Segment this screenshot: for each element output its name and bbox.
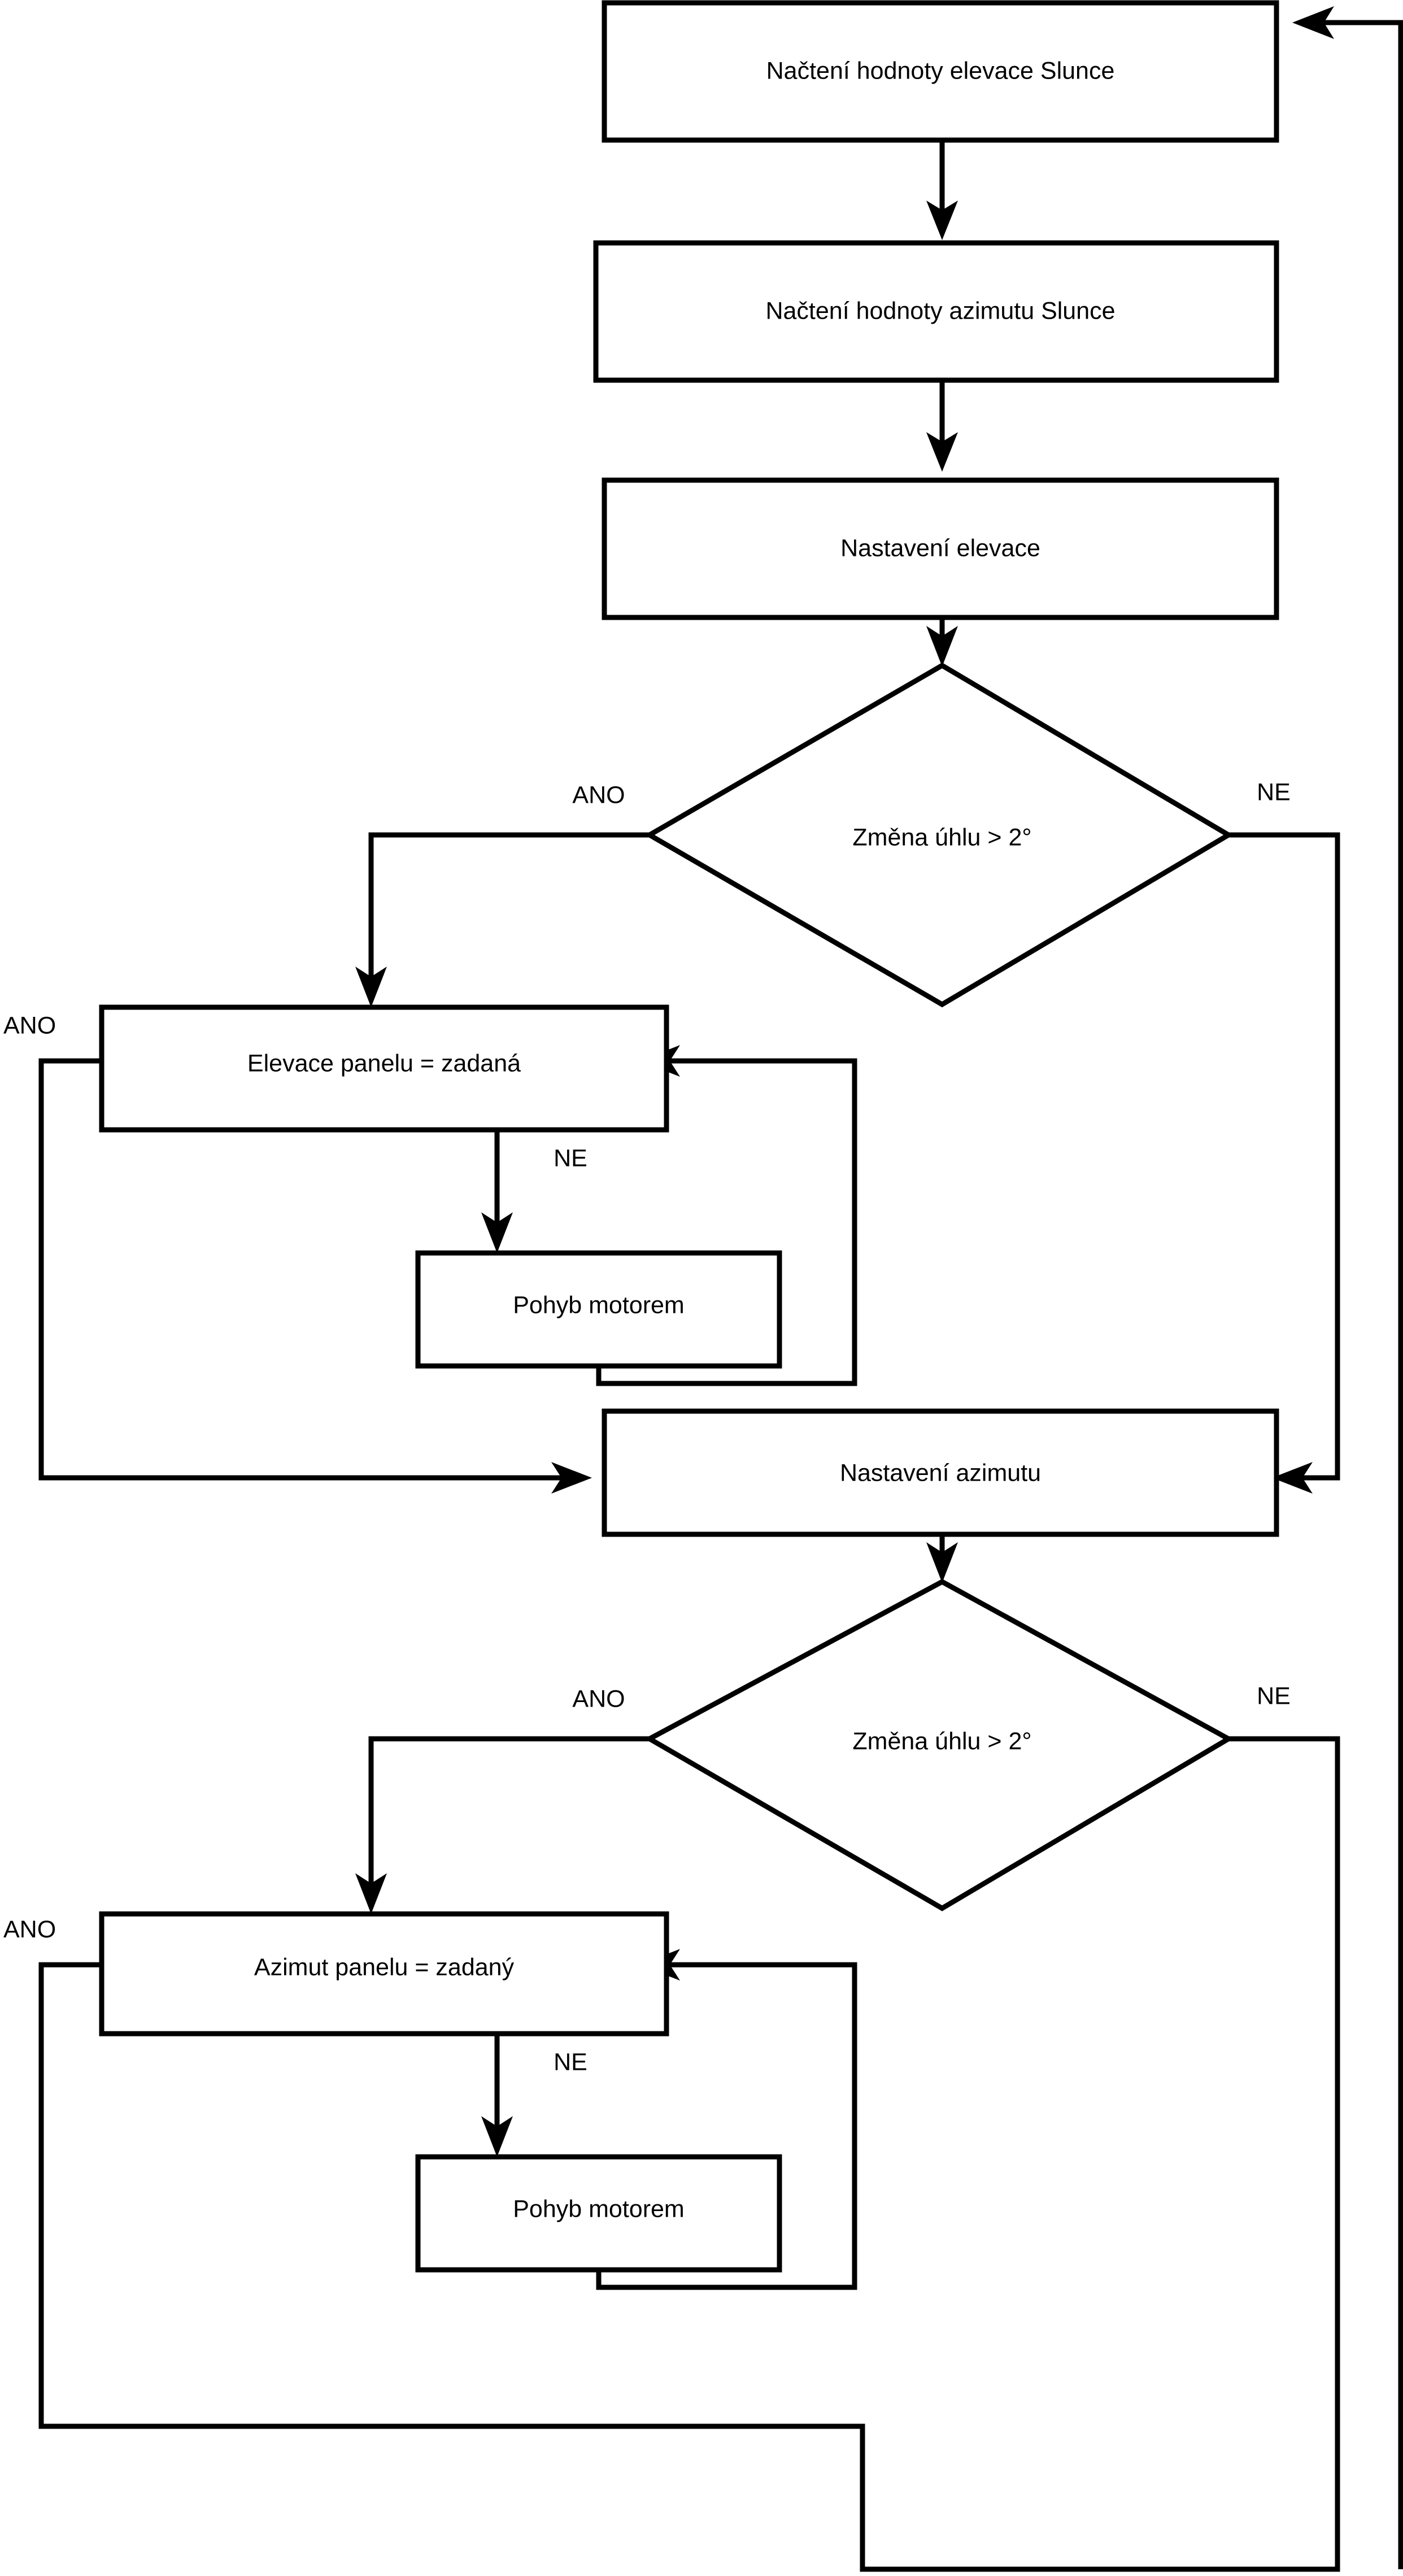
node-panel-azimuth-equals[interactable]: Azimut panelu = zadaný (99, 1911, 669, 2037)
node-decision-elevation-shape[interactable] (644, 662, 1234, 1008)
node-set-elevation-label: Nastavení elevace (840, 534, 1040, 562)
node-read-elevation-shape[interactable] (602, 0, 1279, 143)
node-motor-move-2-shape[interactable] (415, 2154, 782, 2273)
node-panel-elevation-equals[interactable]: Elevace panelu = zadaná (99, 1004, 669, 1133)
node-panel-elevation-equals-shape[interactable] (99, 1004, 669, 1133)
node-motor-move-1[interactable]: Pohyb motorem (415, 1250, 782, 1369)
edge-label-panel-elevation-yes: ANO (3, 1012, 56, 1039)
node-decision-azimuth[interactable]: Změna úhlu > 2° (644, 1578, 1234, 1912)
edge-decision-azimuth-yes-to-panel-azimuth (355, 1736, 650, 1914)
edge-decision-elevation-no-to-set-azimuth (1228, 832, 1340, 1494)
node-decision-elevation[interactable]: Změna úhlu > 2° (644, 662, 1234, 1008)
edge-label-decision-elevation-yes: ANO (572, 781, 625, 808)
edge-label-decision-azimuth-yes: ANO (572, 1685, 625, 1712)
node-panel-elevation-equals-label: Elevace panelu = zadaná (247, 1050, 521, 1077)
edge-set-elevation-to-decision-elevation (926, 617, 958, 667)
edge-decision-elevation-yes-to-panel-elevation (355, 832, 650, 1007)
node-decision-azimuth-label: Změna úhlu > 2° (852, 1728, 1031, 1755)
node-read-azimuth[interactable]: Načtení hodnoty azimutu Slunce (593, 240, 1279, 383)
node-set-elevation[interactable]: Nastavení elevace (602, 477, 1279, 620)
edge-label-decision-azimuth-no: NE (1257, 1682, 1291, 1709)
node-set-azimuth[interactable]: Nastavení azimutu (602, 1408, 1279, 1537)
node-panel-azimuth-equals-shape[interactable] (99, 1911, 669, 2037)
node-motor-move-1-shape[interactable] (415, 1250, 782, 1369)
node-decision-elevation-label: Změna úhlu > 2° (852, 824, 1031, 851)
edge-label-panel-elevation-no: NE (554, 1145, 587, 1172)
node-panel-azimuth-equals-label: Azimut panelu = zadaný (254, 1953, 515, 1981)
node-read-azimuth-label: Načtení hodnoty azimutu Slunce (765, 297, 1115, 324)
edge-panel-azimuth-no-to-motor-move-2 (481, 2034, 513, 2157)
edge-label-panel-azimuth-yes: ANO (3, 1916, 56, 1943)
edge-read-elevation-to-read-azimuth (926, 140, 958, 240)
node-set-elevation-shape[interactable] (602, 477, 1279, 620)
edge-panel-elevation-no-to-motor-move-1 (481, 1130, 513, 1253)
node-read-elevation-label: Načtení hodnoty elevace Slunce (766, 57, 1115, 84)
node-set-azimuth-shape[interactable] (602, 1408, 1279, 1537)
node-motor-move-2[interactable]: Pohyb motorem (415, 2154, 782, 2273)
edge-read-azimuth-to-set-elevation (926, 380, 958, 472)
node-set-azimuth-label: Nastavení azimutu (840, 1459, 1041, 1486)
node-read-elevation[interactable]: Načtení hodnoty elevace Slunce (602, 0, 1279, 143)
node-decision-azimuth-shape[interactable] (644, 1578, 1234, 1912)
node-motor-move-2-label: Pohyb motorem (513, 2195, 685, 2222)
edge-label-panel-azimuth-no: NE (554, 2048, 587, 2075)
node-motor-move-1-label: Pohyb motorem (513, 1291, 685, 1319)
edge-label-decision-elevation-no: NE (1257, 778, 1291, 806)
node-read-azimuth-shape[interactable] (593, 240, 1279, 383)
edge-panel-elevation-yes-to-set-azimuth (38, 1058, 592, 1494)
edge-return-to-read-elevation (1292, 6, 1403, 2569)
edge-set-azimuth-to-decision-azimuth (926, 1532, 958, 1583)
edge-panel-azimuth-yes-to-start-loop (38, 1962, 865, 2569)
